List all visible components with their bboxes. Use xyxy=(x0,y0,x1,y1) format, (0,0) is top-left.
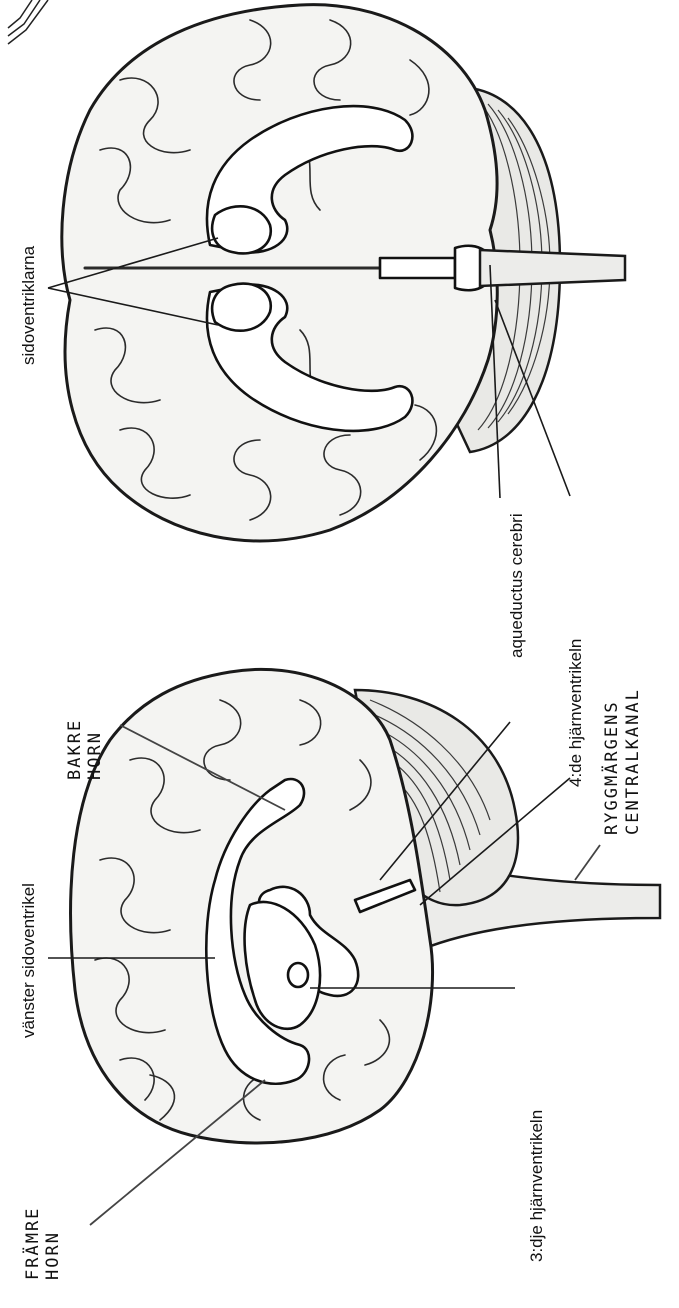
leader-ryggmargens xyxy=(575,845,600,880)
hand-framre-line2: HORN xyxy=(43,1231,63,1280)
hand-ryggmargens-line1: RYGGMÄRGENS xyxy=(601,700,622,835)
label-3dje-hjarnventrikeln: 3:dje hjärnventrikeln xyxy=(527,1110,546,1262)
hand-bakre-line2: HORN xyxy=(85,731,105,780)
top-view-brain xyxy=(62,5,625,541)
label-4de-hjarnventrikeln: 4:de hjärnventrikeln xyxy=(566,639,585,787)
label-vanster-sidoventrikel: vänster sidoventrikel xyxy=(19,883,38,1038)
label-sidoventriklarna: sidoventriklarna xyxy=(19,245,38,365)
corner-ornament xyxy=(8,0,48,44)
hand-bakre-line1: BAKRE xyxy=(65,719,85,780)
top-spinal-cord xyxy=(480,250,625,286)
hand-framre-line1: FRÄMRE xyxy=(22,1207,43,1280)
hand-ryggmargens-line2: CENTRALKANAL xyxy=(623,688,643,835)
label-aqueductus-cerebri: aqueductus cerebri xyxy=(507,513,526,658)
